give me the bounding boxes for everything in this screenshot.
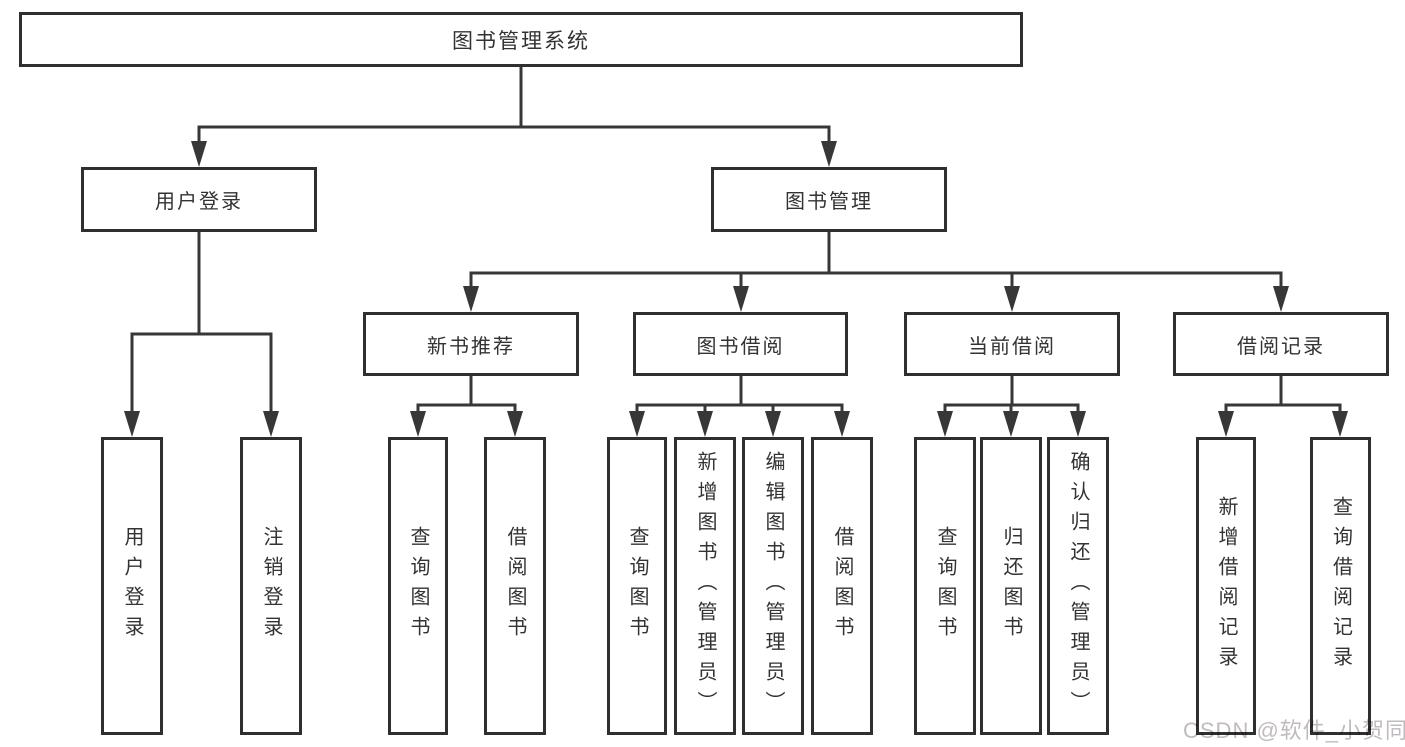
node-current-borrow: 当前借阅 [904, 312, 1120, 376]
leaf-query-borrow-record: 查询借阅记录 [1310, 437, 1371, 735]
leaf-query-books-current: 查询图书 [914, 437, 976, 735]
leaf-label: 用户登录 [121, 526, 143, 646]
leaf-borrow-books-recommend: 借阅图书 [484, 437, 546, 735]
leaf-add-borrow-record: 新增借阅记录 [1196, 437, 1256, 735]
leaf-label: 查询图书 [934, 526, 956, 646]
leaf-add-books-admin: 新增图书（管理员） [674, 437, 736, 735]
leaf-label: 新增图书（管理员） [694, 451, 716, 721]
leaf-label: 借阅图书 [504, 526, 526, 646]
node-book-management: 图书管理 [711, 167, 947, 232]
leaf-query-books-recommend: 查询图书 [388, 437, 448, 735]
leaf-edit-books-admin: 编辑图书（管理员） [742, 437, 804, 735]
leaf-label: 查询借阅记录 [1329, 496, 1352, 676]
leaf-label: 注销登录 [260, 526, 282, 646]
node-borrow-records: 借阅记录 [1173, 312, 1389, 376]
leaf-borrow-books: 借阅图书 [811, 437, 873, 735]
leaf-label: 查询图书 [626, 526, 648, 646]
node-book-borrow: 图书借阅 [633, 312, 848, 376]
node-new-book-recommend: 新书推荐 [363, 312, 579, 376]
leaf-label: 查询图书 [407, 526, 429, 646]
leaf-return-books: 归还图书 [980, 437, 1042, 735]
leaf-user-login: 用户登录 [101, 437, 163, 735]
node-book-management-system: 图书管理系统 [19, 12, 1023, 67]
watermark-csdn: CSDN @软件_小贺同学 [1183, 718, 1405, 743]
leaf-label: 编辑图书（管理员） [762, 451, 784, 721]
leaf-query-books-borrow: 查询图书 [607, 437, 667, 735]
leaf-label: 归还图书 [1000, 526, 1022, 646]
leaf-label: 确认归还（管理员） [1067, 451, 1089, 721]
leaf-label: 借阅图书 [831, 526, 853, 646]
leaf-logout: 注销登录 [240, 437, 302, 735]
leaf-label: 新增借阅记录 [1215, 496, 1237, 676]
node-user-login: 用户登录 [81, 167, 317, 232]
leaf-confirm-return-admin: 确认归还（管理员） [1047, 437, 1109, 735]
